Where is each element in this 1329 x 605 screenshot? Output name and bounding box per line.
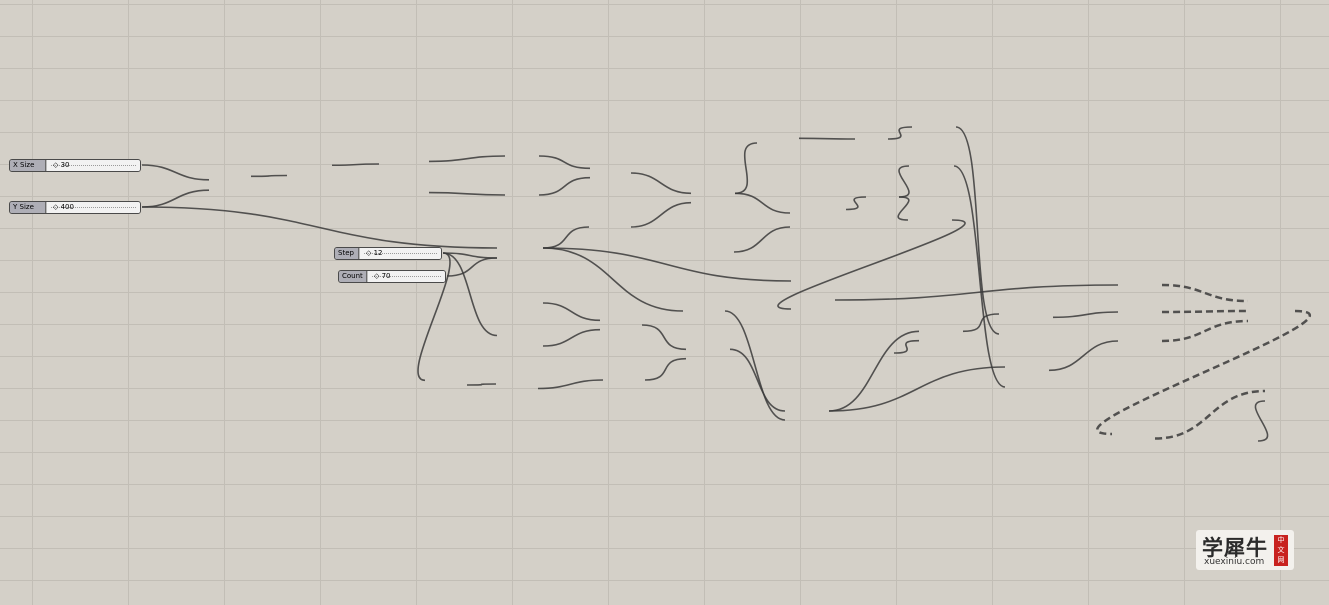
- wire: [955, 126, 1000, 335]
- wire: [331, 163, 380, 167]
- wire: [1161, 319, 1249, 343]
- wire: [1048, 340, 1119, 372]
- wire: [828, 330, 920, 412]
- slider-y-size[interactable]: Y Size ◇ 400: [9, 201, 141, 214]
- slider-value: ◇ 12: [366, 249, 383, 257]
- slider-label: X Size: [10, 160, 46, 171]
- wire: [141, 189, 210, 208]
- slider-label: Y Size: [10, 202, 46, 213]
- watermark-badge: 中 文 网: [1274, 535, 1288, 566]
- wire: [887, 126, 913, 140]
- wire: [630, 172, 692, 195]
- wire: [446, 257, 498, 277]
- wire: [734, 142, 758, 195]
- wire: [777, 219, 966, 310]
- watermark-logo: 学犀牛 xuexiniu.com 中 文 网: [1196, 530, 1294, 570]
- slider-label: Count: [339, 271, 367, 282]
- wire: [1161, 309, 1249, 314]
- slider-track[interactable]: ◇ 400: [47, 202, 140, 213]
- wire: [538, 176, 591, 196]
- slider-count[interactable]: Count ◇ 70: [338, 270, 446, 283]
- wire: [542, 247, 684, 312]
- wire: [1161, 283, 1249, 303]
- slider-track[interactable]: ◇ 30: [47, 160, 140, 171]
- wire: [962, 313, 1000, 333]
- wire: [141, 206, 498, 249]
- wire: [729, 348, 786, 412]
- wire: [542, 302, 601, 322]
- watermark-url: xuexiniu.com: [1204, 557, 1265, 567]
- slider-value: ◇ 70: [374, 272, 391, 280]
- wire: [1096, 309, 1311, 436]
- wire: [1052, 311, 1119, 319]
- wire: [845, 196, 867, 211]
- wire: [641, 324, 687, 351]
- wire: [428, 191, 506, 196]
- slider-step[interactable]: Step ◇ 12: [334, 247, 442, 260]
- wire: [417, 252, 451, 382]
- slider-track[interactable]: ◇ 70: [368, 271, 445, 282]
- wire: [141, 164, 210, 181]
- wire: [828, 366, 1006, 412]
- wire: [898, 165, 910, 198]
- wire: [466, 383, 497, 386]
- wire: [537, 379, 604, 390]
- wire: [798, 137, 856, 140]
- wire: [834, 284, 1119, 301]
- wire: [542, 226, 590, 249]
- slider-label: Step: [335, 248, 359, 259]
- wire: [538, 155, 591, 170]
- slider-value: ◇ 30: [53, 161, 70, 169]
- wire: [442, 252, 498, 337]
- wire: [953, 165, 1006, 388]
- watermark-text: 学犀牛: [1202, 536, 1268, 560]
- wire: [542, 328, 601, 347]
- slider-track[interactable]: ◇ 12: [360, 248, 441, 259]
- wire: [250, 174, 288, 178]
- wire: [893, 339, 920, 354]
- wire: [630, 201, 692, 228]
- wire: [1154, 389, 1266, 440]
- wire: [724, 310, 786, 421]
- wire: [542, 247, 792, 282]
- slider-x-size[interactable]: X Size ◇ 30: [9, 159, 141, 172]
- wire: [644, 357, 687, 381]
- wire: [897, 196, 910, 221]
- slider-value: ◇ 400: [53, 203, 74, 211]
- wire: [733, 226, 791, 253]
- wire: [428, 155, 506, 163]
- wire: [734, 192, 791, 214]
- wire: [1254, 400, 1269, 442]
